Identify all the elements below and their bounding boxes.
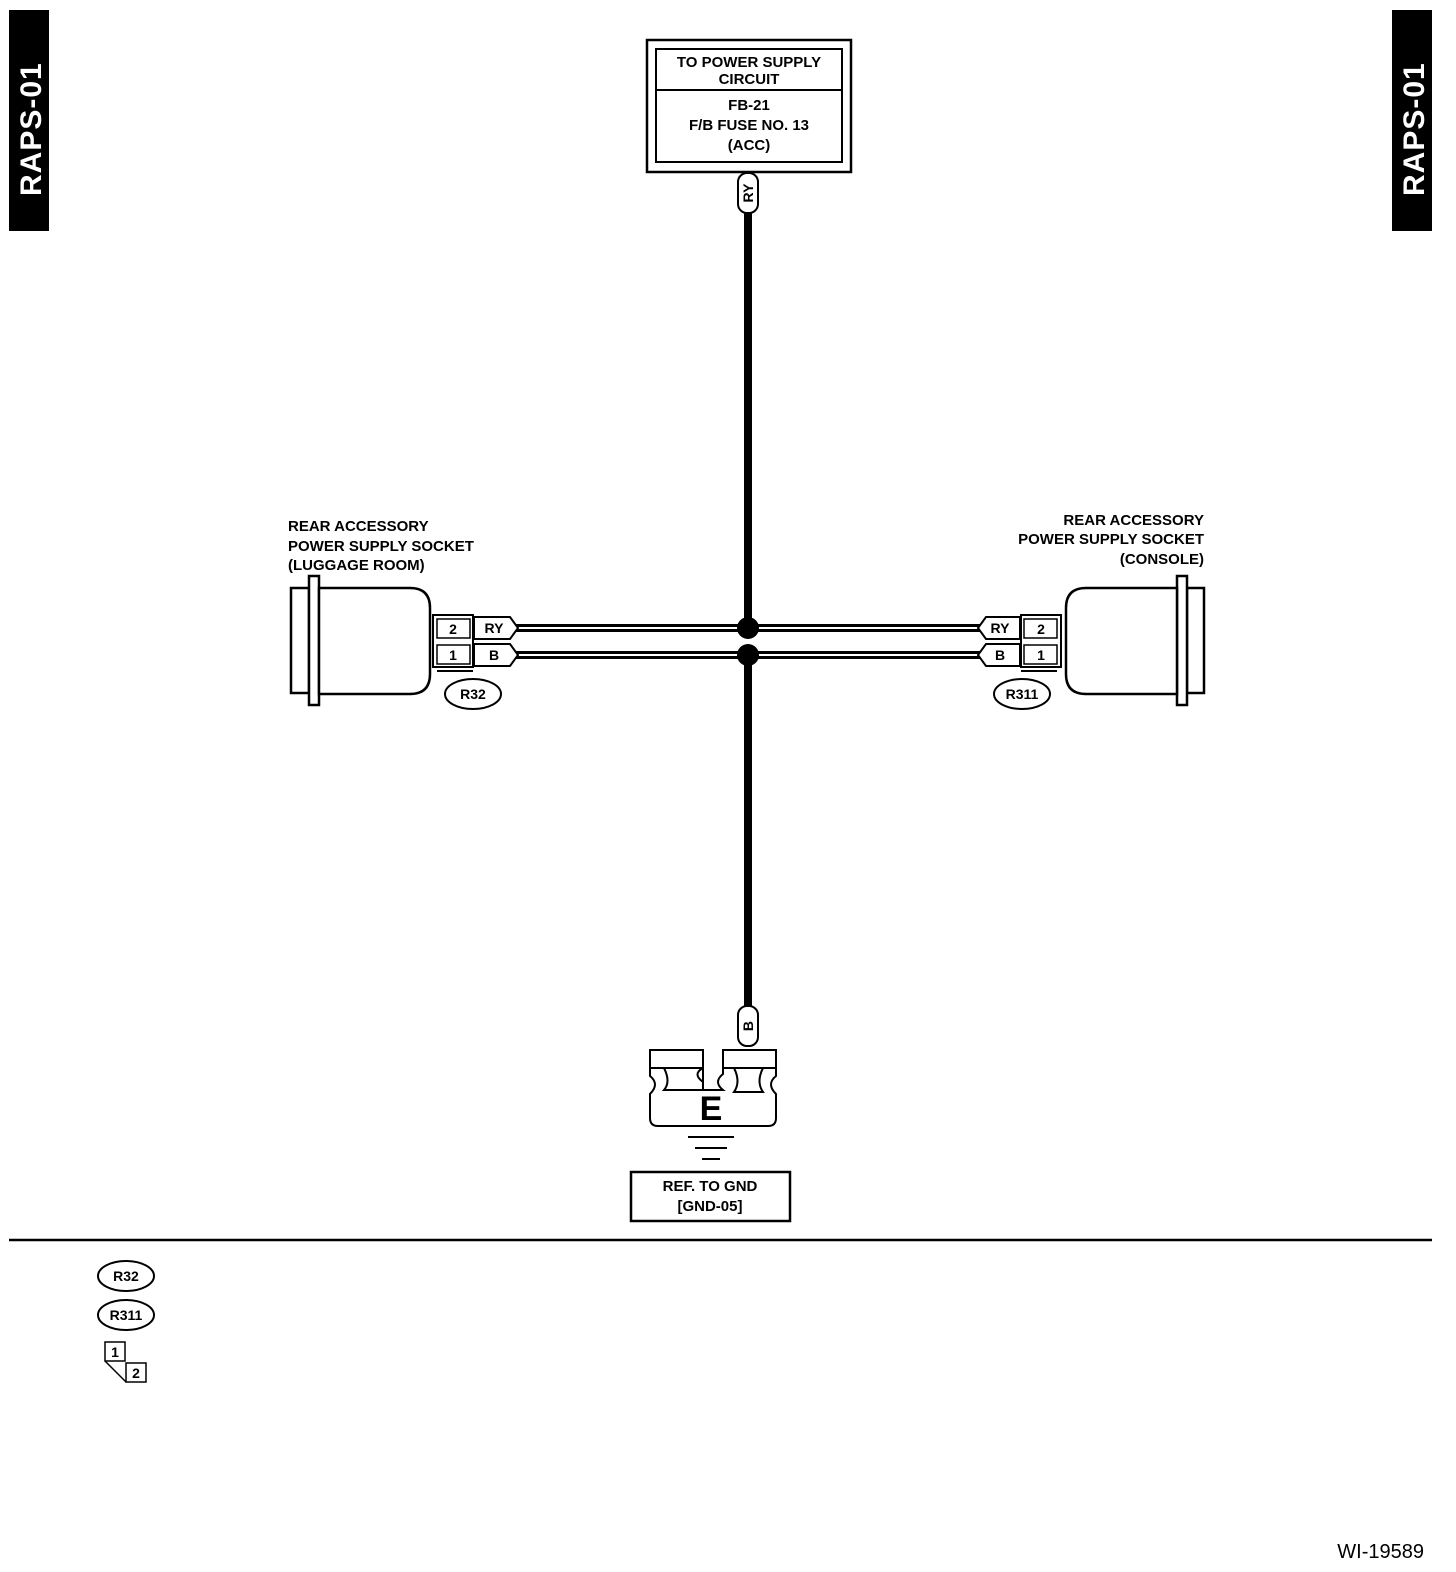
power-box-line2: F/B FUSE NO. 13 xyxy=(689,117,809,134)
ground-letter: E xyxy=(700,1090,723,1128)
right-pin-2-number: 2 xyxy=(1037,621,1045,637)
junction-dot-b xyxy=(737,644,759,666)
right-socket: REAR ACCESSORY POWER SUPPLY SOCKET (CONS… xyxy=(976,512,1206,710)
power-box-title-line2: CIRCUIT xyxy=(719,71,780,88)
right-side-tab-label: RAPS-01 xyxy=(1398,62,1431,196)
ground-reference-box: REF. TO GND [GND-05] xyxy=(629,1170,792,1223)
legend: R32 R311 1 2 xyxy=(97,1260,155,1383)
wire-tag-top: RY xyxy=(737,172,759,214)
right-pin-2-wire: RY xyxy=(991,620,1011,636)
right-socket-label-line2: POWER SUPPLY SOCKET xyxy=(1018,531,1204,548)
right-socket-label-line3: (CONSOLE) xyxy=(1120,551,1204,568)
right-pin-1-number: 1 xyxy=(1037,647,1045,663)
power-box-line1: FB-21 xyxy=(728,97,770,114)
ground-symbol-icon xyxy=(688,1136,734,1160)
left-pin-1-number: 1 xyxy=(449,647,457,663)
power-box-line3: (ACC) xyxy=(728,137,771,154)
wire-tag-bottom-label: B xyxy=(740,1021,756,1031)
left-pin-2-wire: RY xyxy=(485,620,505,636)
ground-ref-line2: [GND-05] xyxy=(677,1198,742,1215)
wire-tag-top-label: RY xyxy=(740,183,756,203)
junction-dot-ry xyxy=(737,617,759,639)
ground-ref-line1: REF. TO GND xyxy=(663,1178,758,1195)
left-socket-label-line2: POWER SUPPLY SOCKET xyxy=(288,538,474,555)
power-supply-box: TO POWER SUPPLY CIRCUIT FB-21 F/B FUSE N… xyxy=(645,38,853,174)
left-side-tab: RAPS-01 xyxy=(9,10,49,231)
left-socket-label-line1: REAR ACCESSORY xyxy=(288,518,429,535)
legend-connector-r311: R311 xyxy=(110,1307,143,1323)
right-connector-id: R311 xyxy=(1006,686,1039,702)
power-box-title-line1: TO POWER SUPPLY xyxy=(677,54,821,71)
left-socket-label-line3: (LUGGAGE ROOM) xyxy=(288,557,425,574)
ground-terminal: E xyxy=(649,1049,777,1128)
right-pin-1-wire: B xyxy=(995,647,1005,663)
left-connector-id: R32 xyxy=(460,686,486,702)
right-side-tab: RAPS-01 xyxy=(1392,10,1432,231)
legend-pin-key-2: 2 xyxy=(132,1365,140,1381)
left-pin-1-wire: B xyxy=(489,647,499,663)
wire-tag-bottom: B xyxy=(737,1005,759,1047)
left-socket: REAR ACCESSORY POWER SUPPLY SOCKET (LUGG… xyxy=(288,518,520,710)
left-side-tab-label: RAPS-01 xyxy=(15,62,48,196)
legend-pin-key-1: 1 xyxy=(111,1344,119,1360)
right-socket-label-line1: REAR ACCESSORY xyxy=(1063,512,1204,529)
left-pin-2-number: 2 xyxy=(449,621,457,637)
legend-connector-r32: R32 xyxy=(113,1268,139,1284)
footer-code: WI-19589 xyxy=(1337,1541,1424,1563)
